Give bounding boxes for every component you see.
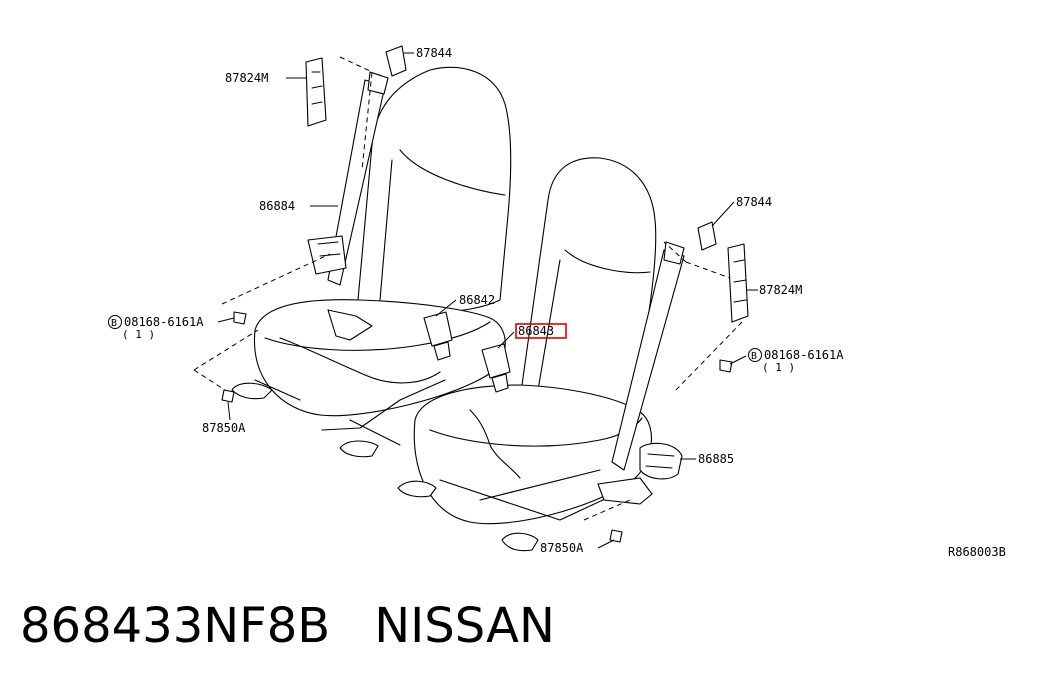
bolt-symbol-right: B — [751, 351, 757, 362]
bolt-symbol-left: B — [111, 318, 117, 329]
callout-87844-right: 87844 — [736, 195, 772, 209]
callout-86843: 86843 — [518, 324, 554, 338]
left-bolts — [221, 311, 247, 403]
right-seat-belt-assembly — [597, 241, 685, 505]
callout-qty-right: ( 1 ) — [762, 361, 795, 374]
callout-86884: 86884 — [259, 199, 295, 213]
callout-86842: 86842 — [459, 293, 495, 307]
highlight-box — [515, 323, 567, 339]
brand-name: NISSAN — [374, 598, 555, 654]
left-seat-belt-assembly — [307, 71, 389, 341]
callout-86885: 86885 — [698, 452, 734, 466]
callout-08168-6161a-left: 08168-6161A — [124, 315, 204, 329]
right-seat — [397, 157, 657, 552]
callout-87850a-right: 87850A — [540, 541, 584, 555]
right-bolts — [609, 359, 733, 543]
right-buckle — [481, 343, 511, 393]
left-upper-anchor — [305, 45, 407, 127]
left-buckle — [423, 311, 453, 361]
callout-87824m-left: 87824M — [225, 71, 268, 85]
leader-lines — [217, 52, 758, 549]
bolt-callout-left: B 08168-6161A ( 1 ) — [108, 315, 204, 341]
callout-qty-left: ( 1 ) — [122, 328, 155, 341]
callout-87824m-right: 87824M — [759, 283, 802, 297]
diagram-reference-code: R868003B — [948, 545, 1006, 559]
callout-08168-6161a-right: 08168-6161A — [764, 348, 844, 362]
callout-87844-left: 87844 — [416, 46, 452, 60]
right-upper-anchor — [697, 221, 749, 323]
callout-86843-highlighted[interactable]: 86843 — [515, 323, 567, 339]
callout-87850a-left: 87850A — [202, 421, 246, 435]
part-number: 868433NF8B — [20, 598, 331, 654]
part-caption: 868433NF8B NISSAN — [20, 596, 555, 656]
bolt-callout-right: B 08168-6161A ( 1 ) — [748, 348, 844, 374]
